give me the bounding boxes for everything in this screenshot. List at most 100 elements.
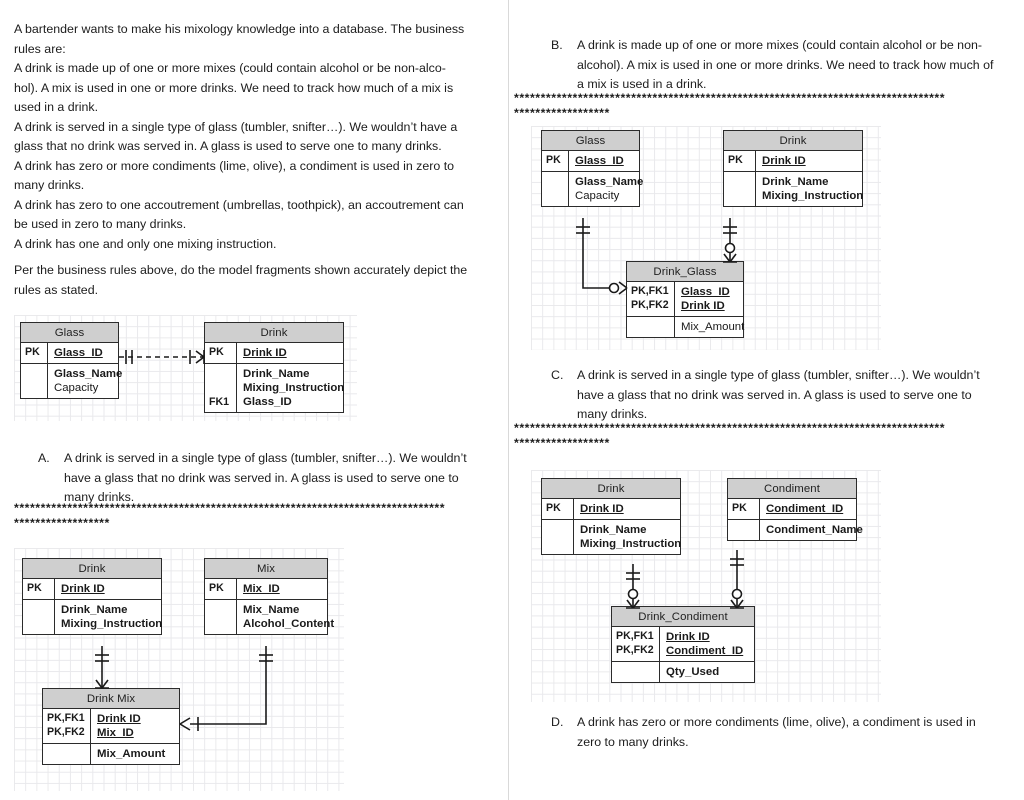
attribute: Alcohol_Content xyxy=(243,618,335,630)
erd-glass-drink-glass: Glass PK Glass_ID Glass_Name Capacity Dr… xyxy=(531,126,881,350)
separator-short-c: ****************** xyxy=(514,436,610,450)
attribute: Mix_ID xyxy=(97,727,134,739)
attr-cell: Glass_Name Capacity xyxy=(569,172,647,206)
attribute: Drink_Name xyxy=(580,524,647,536)
relationship-glass-drink xyxy=(118,347,210,367)
list-marker: D. xyxy=(551,715,564,729)
attr-cell: Drink ID xyxy=(756,151,862,171)
list-item-a: A. A drink is served in a single type of… xyxy=(38,449,478,508)
attr-cell: Drink_Name Mixing_Instruction Glass_ID xyxy=(237,364,348,412)
key-cell: PK xyxy=(724,151,756,171)
attribute: Condiment_Name xyxy=(766,524,863,536)
entity-row: PK Drink ID xyxy=(23,579,161,599)
attr-cell: Drink_Name Mixing_Instruction xyxy=(756,172,867,206)
attr-cell: Mix_ID xyxy=(237,579,327,599)
attr-cell: Drink ID xyxy=(574,499,680,519)
key-cell xyxy=(23,600,55,634)
attribute: Drink ID xyxy=(580,503,624,515)
key-cell: PK xyxy=(205,343,237,363)
entity-title: Drink xyxy=(724,131,862,151)
key-cell xyxy=(542,520,574,554)
entity-title: Glass xyxy=(542,131,639,151)
relationship-glass-drinkglass xyxy=(575,218,645,298)
attribute: Drink ID xyxy=(61,583,105,595)
entity-glass: Glass PK Glass_ID Glass_Name Capacity xyxy=(541,130,643,207)
attr-cell: Glass_ID xyxy=(48,343,118,363)
key-cell xyxy=(612,662,660,682)
entity-title: Drink xyxy=(542,479,680,499)
separator-long-b: ****************************************… xyxy=(514,91,946,105)
attribute: Drink_Name xyxy=(61,604,128,616)
attribute: Mixing_Instruction xyxy=(243,382,345,394)
entity-mix: Mix PK Mix_ID Mix_Name Alcohol_Content xyxy=(204,558,334,635)
list-text: A drink is served in a single type of gl… xyxy=(64,451,467,504)
key-cell xyxy=(728,520,760,540)
entity-row: PK,FK1 PK,FK2 Glass_ID Drink ID xyxy=(627,282,743,316)
key-cell xyxy=(21,364,48,398)
entity-row: Glass_Name Capacity xyxy=(542,171,643,206)
entity-title: Drink xyxy=(23,559,161,579)
entity-row: PK Mix_ID xyxy=(205,579,327,599)
entity-title: Glass xyxy=(21,323,118,343)
list-text: A drink has zero or more condiments (lim… xyxy=(577,715,976,749)
attribute: Drink ID xyxy=(97,713,141,725)
entity-row: PK Glass_ID xyxy=(542,151,639,171)
entity-row: PK Drink ID xyxy=(205,343,343,363)
entity-drink-condiment: Drink_Condiment PK,FK1 PK,FK2 Drink ID C… xyxy=(611,606,755,683)
column-divider xyxy=(508,0,509,800)
entity-row: FK1 Drink_Name Mixing_Instruction Glass_… xyxy=(205,363,344,412)
attr-cell: Drink ID xyxy=(237,343,343,363)
entity-row: Mix_Amount xyxy=(627,316,745,337)
key-cell: PK xyxy=(23,579,55,599)
entity-title: Drink_Glass xyxy=(627,262,743,282)
list-text: A drink is made up of one or more mixes … xyxy=(577,38,994,91)
entity-row: PK Drink ID xyxy=(724,151,862,171)
attr-cell: Drink ID Condiment_ID xyxy=(660,627,754,661)
attr-cell: Drink ID xyxy=(55,579,161,599)
entity-row: Drink_Name Mixing_Instruction xyxy=(542,519,681,554)
attribute: Glass_Name xyxy=(54,368,123,380)
list-marker: A. xyxy=(38,451,50,465)
attribute: Condiment_ID xyxy=(766,503,844,515)
attribute: Mix_Amount xyxy=(681,321,745,333)
list-marker: B. xyxy=(551,38,563,52)
list-item-c: C. A drink is served in a single type of… xyxy=(551,366,1001,425)
attribute: Drink ID xyxy=(666,631,710,643)
entity-glass: Glass PK Glass_ID Glass_Name Capacity xyxy=(20,322,122,399)
entity-row: Condiment_Name xyxy=(728,519,863,540)
relationship-drink-drinkcondiment xyxy=(623,564,643,612)
attribute: Mix_Name xyxy=(243,604,300,616)
erd-drink-condiment: Drink PK Drink ID Drink_Name Mixing_Inst… xyxy=(531,470,881,702)
attr-cell: Drink ID Mix_ID xyxy=(91,709,179,743)
attribute: Mix_Amount xyxy=(97,748,166,760)
key-cell: PK xyxy=(542,151,569,171)
entity-drink-glass: Drink_Glass PK,FK1 PK,FK2 Glass_ID Drink… xyxy=(626,261,744,338)
attribute: Drink ID xyxy=(681,300,725,312)
key-cell xyxy=(724,172,756,206)
entity-title: Drink Mix xyxy=(43,689,179,709)
entity-drink: Drink PK Drink ID Drink_Name Mixing_Inst… xyxy=(541,478,681,555)
erd-glass-drink: Glass PK Glass_ID Glass_Name Capacity Dr… xyxy=(14,315,357,421)
attr-cell: Glass_ID xyxy=(569,151,639,171)
attribute: Glass_ID xyxy=(243,396,292,408)
attr-cell: Mix_Name Alcohol_Content xyxy=(237,600,338,634)
list-item-d: D. A drink has zero or more condiments (… xyxy=(551,713,1001,752)
entity-row: PK Drink ID xyxy=(542,499,680,519)
erd-drink-mix: Drink PK Drink ID Drink_Name Mixing_Inst… xyxy=(14,548,344,791)
entity-title: Drink_Condiment xyxy=(612,607,754,627)
attribute: Mix_ID xyxy=(243,583,280,595)
attribute: Qty_Used xyxy=(666,666,720,678)
attr-cell: Qty_Used xyxy=(660,662,754,682)
attr-cell: Glass_Name Capacity xyxy=(48,364,126,398)
key-cell: FK1 xyxy=(205,364,237,412)
attribute: Glass_ID xyxy=(54,347,103,359)
attribute: Drink ID xyxy=(243,347,287,359)
attribute: Capacity xyxy=(575,190,620,202)
separator-short-b: ****************** xyxy=(514,106,610,120)
attribute: Glass_Name xyxy=(575,176,644,188)
entity-row: Glass_Name Capacity xyxy=(21,363,122,398)
key-cell: PK xyxy=(205,579,237,599)
relationship-drink-drinkmix xyxy=(92,646,112,692)
right-column: B. A drink is made up of one or more mix… xyxy=(509,0,1024,800)
list-text: A drink is served in a single type of gl… xyxy=(577,368,980,421)
